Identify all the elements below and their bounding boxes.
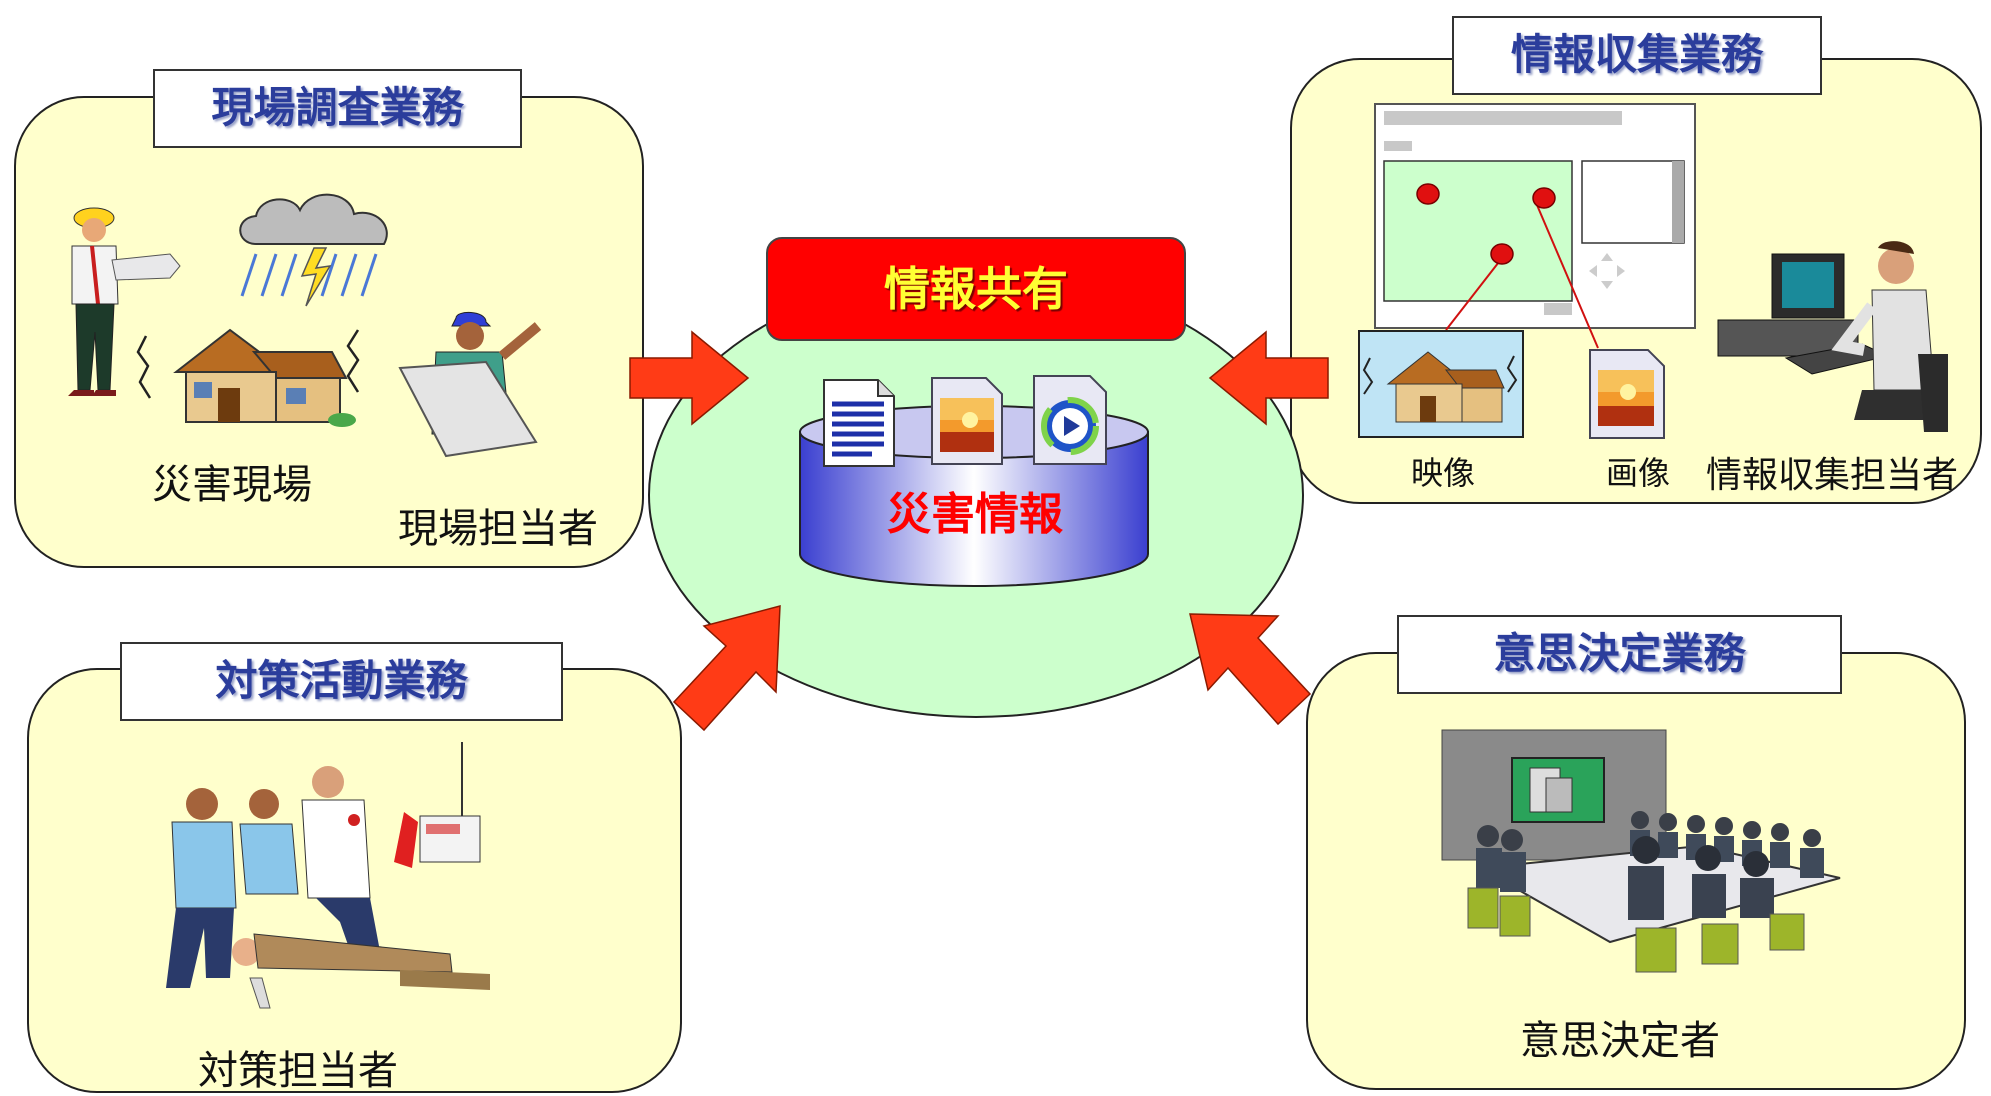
field-survey-title: 現場調査業務 <box>153 69 522 148</box>
disaster-site-label: 災害現場 <box>152 462 312 508</box>
damaged-house-icon <box>136 328 360 427</box>
video-thumbnail-house-icon <box>1358 330 1524 438</box>
monitor-screen-window <box>1374 103 1696 329</box>
document-icon <box>823 379 895 467</box>
field-staff-label: 現場担当者 <box>398 506 598 552</box>
field-worker-person-icon <box>398 312 542 458</box>
decision-maker-label: 意思決定者 <box>1520 1018 1720 1064</box>
field-survey-panel <box>14 96 644 568</box>
rescue-team-icon <box>166 742 490 1009</box>
arrow-from-field-survey <box>629 330 750 426</box>
arrow-from-decision <box>1189 613 1312 726</box>
arrow-from-info-collection <box>1208 330 1329 426</box>
countermeasure-staff-label: 対策担当者 <box>198 1048 398 1094</box>
storm-cloud-icon <box>239 193 388 307</box>
meeting-room-icon <box>1441 729 1841 973</box>
disaster-info-label: 災害情報 <box>887 489 1063 540</box>
info-collection-title: 情報収集業務 <box>1452 16 1822 95</box>
countermeasure-title: 対策活動業務 <box>120 642 563 721</box>
image-label: 画像 <box>1606 454 1671 492</box>
media-player-icon <box>1033 375 1107 465</box>
image-thumbnail-icon <box>1589 349 1665 439</box>
info-collector-label: 情報収集担当者 <box>1706 455 1959 496</box>
decision-title: 意思決定業務 <box>1397 615 1842 694</box>
arrow-from-countermeasure <box>672 605 781 732</box>
surveyor-person-icon <box>68 207 181 396</box>
info-sharing-banner: 情報共有 <box>766 237 1186 341</box>
image-file-icon <box>931 377 1003 465</box>
video-label: 映像 <box>1411 454 1476 492</box>
computer-operator-person-icon <box>1717 241 1948 432</box>
map-location-markers <box>1416 183 1599 349</box>
